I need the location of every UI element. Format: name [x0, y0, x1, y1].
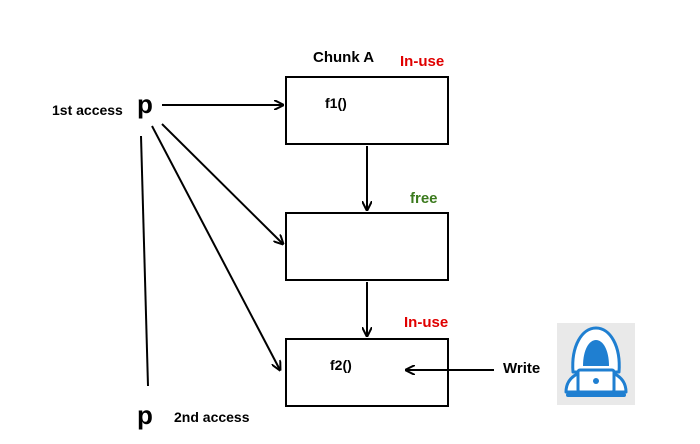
access-label-first: 1st access [52, 102, 123, 118]
hacker-laptop-icon [557, 323, 635, 405]
chunk-box-top-text: f1() [325, 95, 347, 111]
status-label-top: In-use [400, 53, 444, 70]
chunk-box-bottom [285, 338, 449, 407]
arrow-p-to-bottom-chunk [151, 125, 280, 370]
chunk-box-top [285, 76, 449, 145]
chunk-box-bottom-text: f2() [330, 357, 352, 373]
pointer-p-bottom: p [137, 400, 153, 430]
access-label-second: 2nd access [174, 409, 250, 425]
chunk-box-middle [285, 212, 449, 281]
status-label-middle: free [410, 190, 438, 207]
pointer-lifetime-line [140, 135, 149, 387]
write-label: Write [503, 360, 540, 377]
chunk-title: Chunk A [313, 49, 374, 66]
arrow-p-to-middle-chunk [161, 123, 283, 244]
pointer-p-top: p [137, 89, 153, 119]
status-label-bottom: In-use [404, 314, 448, 331]
